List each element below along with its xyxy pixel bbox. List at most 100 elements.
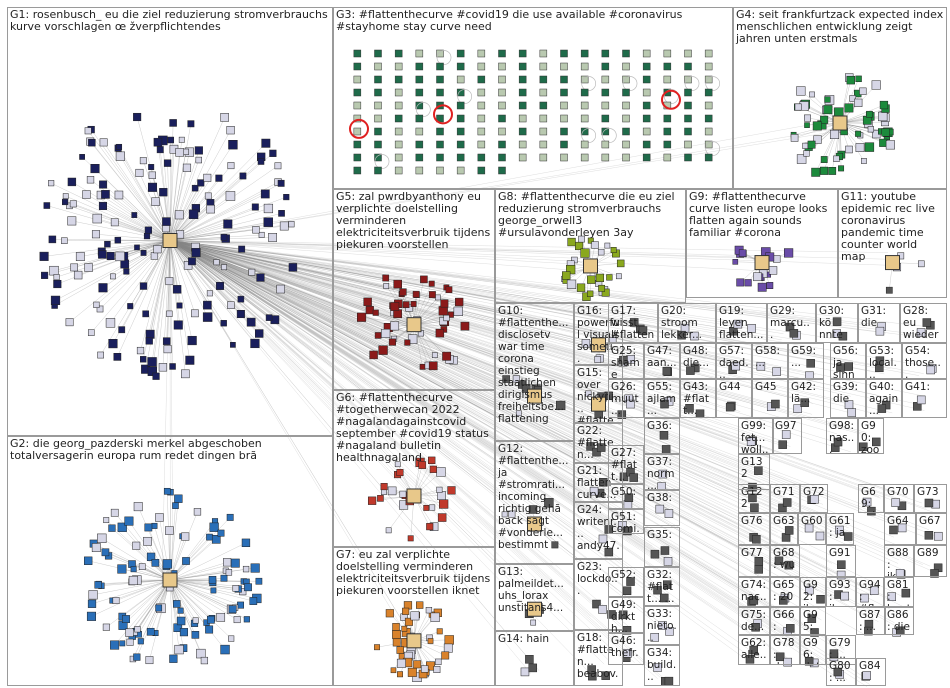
node-g3	[456, 88, 465, 97]
group-panel-g99: G99: fet... wöll...	[738, 418, 774, 454]
inter-group-edge	[169, 240, 810, 654]
node-g29	[789, 329, 799, 338]
group-label-g8: G8: #flattenthecurve die eu ziel reduzie…	[498, 190, 679, 239]
group-panel-g39: G39: die	[830, 379, 866, 418]
inter-group-edge	[169, 240, 929, 339]
self-loop-g3	[601, 128, 617, 143]
group-label-g51: G51: comi...	[611, 511, 640, 534]
node-g3	[684, 101, 692, 110]
node-g2	[151, 559, 160, 567]
inter-group-edge	[169, 240, 632, 476]
node-g122	[750, 503, 759, 512]
node-g1	[148, 164, 155, 171]
edge-g1	[169, 123, 192, 241]
group-label-g61: G61: ja	[829, 515, 851, 539]
node-g3	[518, 114, 527, 123]
node-g2	[130, 566, 137, 573]
node-g1	[250, 338, 260, 349]
inter-group-edge	[169, 240, 636, 518]
inter-group-edge	[169, 240, 770, 259]
node-g8	[598, 284, 605, 292]
node-g8	[604, 242, 611, 249]
group-label-g1: G1: rosenbusch_ eu die ziel reduzierung …	[10, 8, 332, 33]
inter-group-edge	[169, 240, 763, 368]
group-panel-g91: G91	[826, 545, 856, 577]
group-panel-g60: G60	[798, 513, 826, 545]
node-g48	[686, 366, 695, 375]
inter-group-edge	[169, 240, 895, 623]
node-g1	[221, 264, 227, 271]
node-g1	[39, 251, 49, 261]
group-label-g57: G57: daed...	[719, 345, 749, 379]
node-g1	[206, 204, 215, 214]
node-g78	[783, 657, 792, 667]
group-label-g72: G72	[803, 486, 825, 498]
node-g2	[119, 640, 126, 647]
node-g71	[778, 503, 787, 513]
inter-group-edge	[169, 240, 635, 405]
inter-group-edge	[169, 240, 816, 376]
inter-group-edge	[169, 240, 621, 526]
inter-group-edge	[169, 240, 846, 404]
node-g33	[650, 633, 659, 642]
node-g3	[663, 140, 672, 149]
node-g3	[394, 153, 403, 162]
node-g2	[126, 638, 134, 646]
node-g7	[436, 628, 443, 635]
inter-group-edge	[169, 240, 746, 503]
node-g7	[402, 607, 410, 615]
node-g47	[662, 366, 672, 376]
group-label-g40: G40: again...	[869, 381, 899, 417]
hub-node-g15	[591, 396, 606, 412]
node-g1	[185, 355, 195, 365]
group-panel-g26: G26: muut... kuuk...	[608, 379, 644, 418]
node-g3	[622, 75, 630, 84]
group-label-g32: G32: #flatt... ...	[647, 569, 676, 605]
node-g3	[580, 49, 589, 58]
node-g14	[528, 663, 538, 673]
node-g49	[618, 610, 628, 620]
inter-group-edge	[169, 240, 586, 272]
node-g7	[404, 617, 413, 626]
group-panel-g54: G54: those...	[902, 343, 947, 379]
node-g1	[220, 234, 228, 241]
node-g3	[684, 49, 692, 58]
edge-g2	[169, 562, 228, 581]
node-g3	[560, 140, 568, 149]
node-g3	[498, 88, 506, 97]
inter-group-edge	[169, 240, 866, 636]
node-g21	[599, 478, 608, 487]
node-g11	[885, 286, 893, 294]
node-g1	[106, 252, 115, 260]
node-g3	[622, 49, 630, 58]
node-g7	[410, 611, 420, 621]
node-g6	[394, 461, 401, 468]
group-panel-g30: G30: kö nnte lustige...	[816, 303, 858, 343]
node-g23	[592, 599, 601, 609]
node-g7	[385, 609, 394, 618]
node-g5	[363, 297, 372, 307]
node-g2	[255, 577, 263, 585]
node-g2	[137, 638, 144, 645]
node-g3	[498, 49, 506, 58]
group-panel-g98: G98: nas...	[826, 418, 858, 454]
node-g1	[279, 221, 289, 231]
inter-group-edge	[169, 240, 761, 483]
group-panel-g90: G90: zoo...	[858, 418, 884, 454]
node-g14	[525, 655, 534, 664]
node-g2	[243, 616, 250, 623]
node-g56	[844, 362, 853, 371]
node-g3	[580, 140, 589, 149]
group-panel-g55: G55: ajlam...	[644, 379, 680, 418]
node-g3	[704, 101, 713, 110]
inter-group-edge	[169, 240, 741, 412]
inter-group-edge	[169, 240, 851, 397]
node-g6	[399, 490, 407, 498]
edge-g1	[167, 163, 171, 241]
node-g1	[99, 138, 108, 147]
node-g12	[544, 498, 554, 508]
node-g1	[134, 244, 140, 251]
inter-group-edge	[169, 240, 618, 590]
node-g3	[642, 153, 651, 162]
edge-g2	[122, 579, 171, 617]
